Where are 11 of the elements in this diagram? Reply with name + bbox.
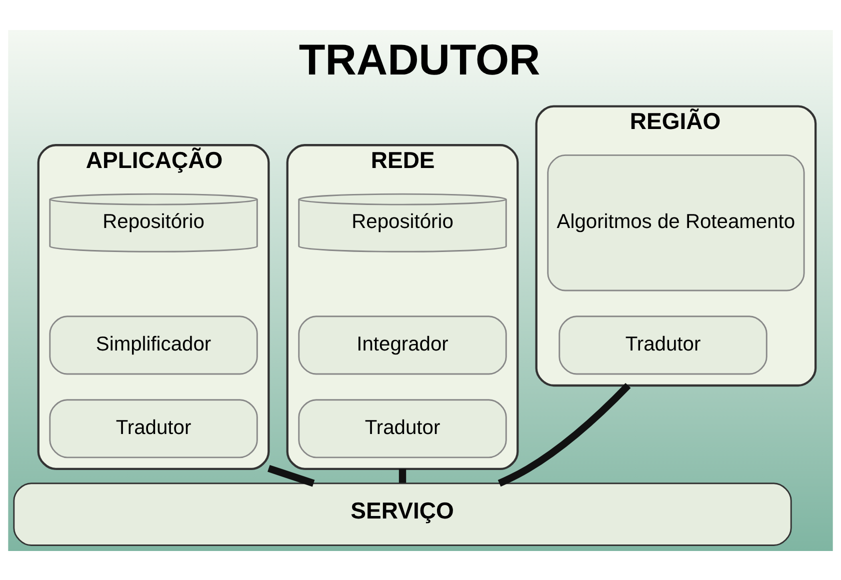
node-box: Tradutor xyxy=(49,398,258,458)
node-box: Simplificador xyxy=(49,315,258,374)
node-box: Tradutor xyxy=(558,315,768,374)
node-box: Algoritmos de Roteamento xyxy=(547,154,805,291)
node-box: SERVIÇO xyxy=(13,482,792,546)
connector xyxy=(398,468,406,482)
diagram-title: TRADUTOR xyxy=(298,36,540,84)
connector xyxy=(268,464,315,486)
node-box: Integrador xyxy=(298,315,507,374)
node-box: Tradutor xyxy=(298,398,507,458)
connector xyxy=(498,382,631,486)
